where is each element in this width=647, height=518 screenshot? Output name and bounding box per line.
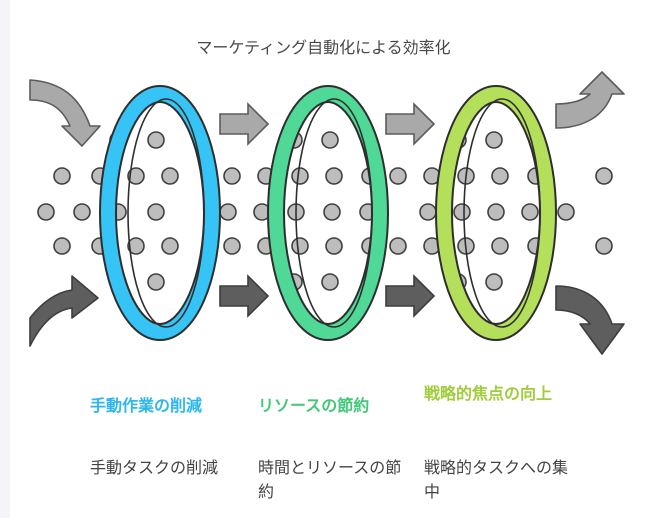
particle-dot xyxy=(595,167,613,185)
ring-2 xyxy=(267,85,389,341)
particle-dot xyxy=(595,237,613,255)
particle-dot xyxy=(147,203,165,221)
particle-dot xyxy=(325,167,343,185)
column-2: リソースの節約 xyxy=(258,396,408,416)
curved-arrow-in-top-icon xyxy=(29,79,101,147)
particle-dot xyxy=(161,167,179,185)
column-1: 手動作業の削減 xyxy=(90,396,240,416)
particle-dot xyxy=(321,131,339,149)
particle-dot xyxy=(223,167,241,185)
particle-dot xyxy=(127,237,145,255)
particle-dot xyxy=(485,273,503,291)
arrow-right-icon xyxy=(219,275,269,317)
particle-dot xyxy=(557,203,575,221)
column-3-description: 戦略的タスクへの集中 xyxy=(424,458,569,501)
column-3-title: 戦略的焦点の向上 xyxy=(424,384,553,403)
particle-dot xyxy=(389,237,407,255)
particle-dot xyxy=(127,167,145,185)
particle-dot xyxy=(37,203,55,221)
curved-arrow-out-bottom-icon xyxy=(555,285,625,355)
particle-dot xyxy=(291,167,309,185)
particle-dot xyxy=(521,203,539,221)
particle-dot xyxy=(73,203,91,221)
arrow-right-icon xyxy=(219,103,269,145)
particle-dot xyxy=(485,131,503,149)
column-2-title: リソースの節約 xyxy=(258,396,370,415)
arrows xyxy=(29,71,625,355)
left-margin-strip xyxy=(0,0,10,518)
curved-arrow-in-bottom-icon xyxy=(29,275,99,347)
arrow-right-icon xyxy=(385,275,435,317)
particle-dot xyxy=(219,203,237,221)
particle-dot xyxy=(487,203,505,221)
arrow-right-icon xyxy=(385,103,435,145)
ring-1 xyxy=(99,85,221,341)
particle-dot xyxy=(453,203,471,221)
particle-dot xyxy=(53,237,71,255)
ring-3 xyxy=(435,85,557,341)
column-2-description: 時間とリソースの節約 xyxy=(258,458,402,501)
curved-arrow-out-top-icon xyxy=(555,71,625,129)
column-3: 戦略的焦点の向上 xyxy=(424,384,574,404)
particle-dot xyxy=(389,167,407,185)
particle-dot xyxy=(491,167,509,185)
dot-grid xyxy=(37,131,613,291)
particle-dot xyxy=(147,273,165,291)
column-1-title: 手動作業の削減 xyxy=(90,396,203,415)
column-1-description: 手動タスクの削減 xyxy=(90,458,219,477)
particle-dot xyxy=(321,273,339,291)
particle-dot xyxy=(419,203,437,221)
filter-rings xyxy=(99,85,557,341)
particle-dot xyxy=(325,237,343,255)
particle-dot xyxy=(291,237,309,255)
diagram-title: マーケティング自動化による効率化 xyxy=(196,38,451,57)
particle-dot xyxy=(491,237,509,255)
particle-dot xyxy=(53,167,71,185)
particle-dot xyxy=(223,237,241,255)
particle-dot xyxy=(323,203,341,221)
particle-dot xyxy=(161,237,179,255)
particle-dot xyxy=(147,131,165,149)
